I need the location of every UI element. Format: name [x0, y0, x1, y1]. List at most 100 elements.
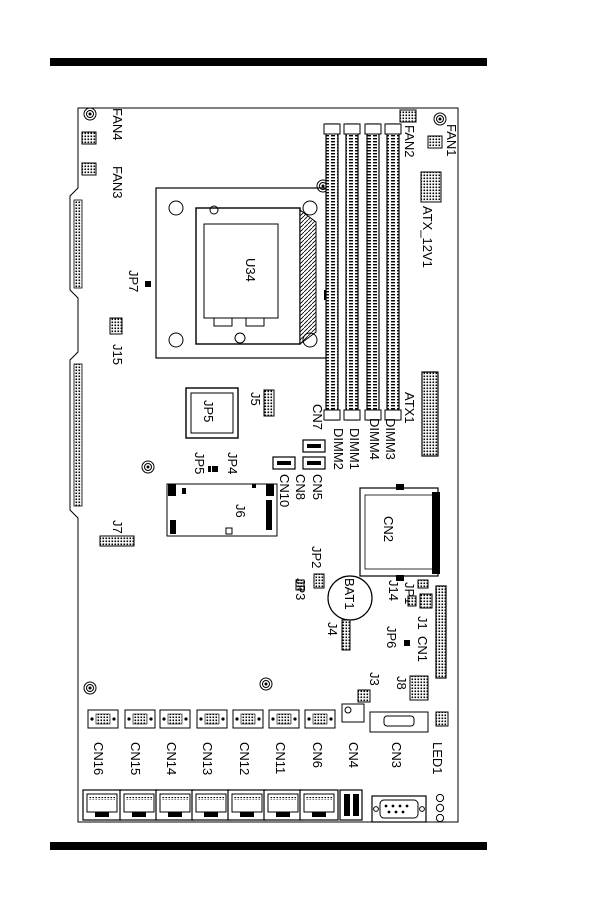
label-j6: J6	[233, 504, 248, 518]
label-j14: J14	[386, 580, 401, 601]
label-j4: J4	[325, 622, 340, 636]
dimm-slot	[343, 123, 361, 421]
cn11-rj45-icon	[263, 789, 303, 821]
atx-12v-connector	[420, 171, 442, 203]
label-atx1: ATX1	[402, 392, 417, 424]
cn6-rj45-icon	[299, 789, 339, 821]
label-cn2: CN2	[381, 516, 396, 542]
cn15-magjack	[124, 709, 156, 729]
cn3-serial-header	[369, 711, 429, 733]
label-j7: J7	[110, 520, 125, 534]
label-jp3: JP3	[293, 578, 308, 600]
label-bat1: BAT1	[342, 578, 357, 610]
label-cn11: CN11	[273, 742, 288, 774]
top-rule	[50, 58, 487, 66]
cn15-rj45-icon	[119, 789, 159, 821]
cn3-db9-port-icon	[371, 795, 427, 823]
board-outline	[69, 107, 459, 823]
cn4-usb-port-icon	[339, 789, 363, 821]
label-j15: J15	[110, 344, 125, 365]
mounting-hole-icon	[259, 677, 273, 691]
label-cn16: CN16	[91, 742, 106, 775]
j1-connector	[407, 595, 417, 607]
label-j8: J8	[394, 676, 409, 690]
label-cn13: CN13	[200, 742, 215, 775]
label-j5: J5	[248, 392, 263, 406]
mounting-hole-icon	[83, 681, 97, 695]
jp7-jumper	[145, 281, 151, 287]
cn14-magjack	[159, 709, 191, 729]
label-j1: J1	[415, 616, 430, 630]
fan4-connector	[81, 131, 97, 145]
jp1-jumper	[417, 579, 429, 589]
fan1-connector	[427, 135, 443, 149]
label-cn10: CN10	[277, 474, 292, 507]
jp3-jumper	[295, 579, 305, 591]
led1-icon	[435, 793, 445, 823]
cn6-magjack	[304, 709, 336, 729]
label-cn14: CN14	[164, 742, 179, 775]
cn4-usb-header	[341, 703, 365, 723]
mounting-hole-icon	[83, 107, 97, 121]
cn16-rj45-icon	[82, 789, 122, 821]
cn16-magjack	[87, 709, 119, 729]
bottom-rule	[50, 842, 487, 850]
cn2-cf-slot	[359, 484, 440, 581]
label-fan4: FAN4	[110, 108, 125, 141]
label-jp6: JP6	[384, 626, 399, 648]
fan2-connector	[399, 109, 417, 123]
cn12-rj45-icon	[227, 789, 267, 821]
label-cn8: CN8	[293, 474, 308, 500]
label-j3: J3	[367, 672, 382, 686]
j14-connector	[419, 593, 433, 609]
mounting-hole-icon	[141, 460, 155, 474]
label-cn6: CN6	[310, 742, 325, 768]
label-fan2: FAN2	[402, 125, 417, 158]
label-cn4: CN4	[346, 742, 361, 768]
jp5-component	[185, 387, 239, 439]
label-dimm1: DIMM1	[347, 428, 362, 470]
label-jp5-big: JP5	[201, 400, 216, 422]
label-led1: LED1	[430, 742, 445, 775]
label-jp5-small: JP5	[192, 452, 207, 474]
left-edge-slot-lower	[73, 363, 83, 507]
label-jp4: JP4	[225, 452, 240, 474]
cn12-magjack	[232, 709, 264, 729]
jp6-jumper	[404, 640, 410, 646]
label-dimm3: DIMM3	[383, 418, 398, 460]
fan3-connector	[81, 162, 97, 176]
jp5-jumper	[208, 466, 211, 472]
dimm-slot	[364, 123, 382, 421]
j4-connector	[341, 619, 351, 651]
led1-header	[435, 711, 449, 727]
label-cn7: CN7	[310, 404, 325, 430]
jp2-jumper	[313, 573, 325, 589]
label-cn1: CN1	[415, 636, 430, 662]
j3-connector	[357, 689, 371, 703]
label-jp7: JP7	[126, 270, 141, 292]
j15-connector	[109, 317, 123, 335]
j5-connector	[263, 389, 275, 417]
j7-connector	[99, 535, 135, 547]
left-edge-slot-upper	[73, 199, 83, 289]
label-fan3: FAN3	[110, 166, 125, 199]
label-cn15: CN15	[128, 742, 143, 775]
j6-mini-card-slot	[166, 483, 278, 537]
j8-connector	[409, 675, 429, 701]
dimm-slot	[384, 123, 402, 421]
label-atx-12v1: ATX_12V1	[420, 206, 435, 268]
cn14-rj45-icon	[155, 789, 195, 821]
label-cn5: CN5	[310, 474, 325, 500]
label-cn3: CN3	[389, 742, 404, 768]
atx-power-connector	[421, 371, 439, 457]
label-cn12: CN12	[237, 742, 252, 775]
label-fan1: FAN1	[444, 124, 459, 157]
jp4-jumper	[212, 466, 218, 472]
label-dimm4: DIMM4	[367, 418, 382, 460]
cn1-connector	[435, 585, 447, 679]
label-u34: U34	[243, 258, 258, 282]
cn13-rj45-icon	[191, 789, 231, 821]
dimm-slot	[323, 123, 341, 421]
cn11-magjack	[268, 709, 300, 729]
